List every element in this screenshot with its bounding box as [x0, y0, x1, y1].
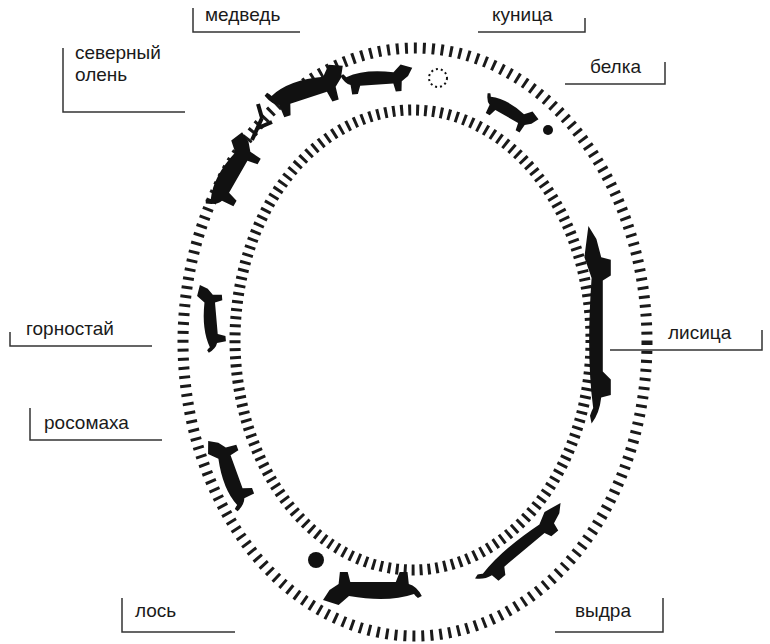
bear-figure [262, 61, 353, 121]
animal-label: горностай [26, 318, 114, 340]
animal-label: белка [590, 56, 641, 78]
animal-label: росомаха [44, 412, 129, 434]
ermine-figure [196, 283, 227, 353]
antlers [252, 104, 272, 140]
dot [308, 552, 324, 568]
outer-ring [183, 48, 647, 636]
inner-ring [235, 110, 591, 570]
dotted-circle [429, 69, 447, 87]
animal-label: медведь [205, 4, 280, 26]
animal-label: лось [135, 600, 176, 622]
leader-line [555, 598, 663, 632]
animal-label: северный олень [75, 42, 185, 86]
animal-label: куница [492, 4, 553, 26]
animal-label: выдра [575, 600, 631, 622]
squirrel-figure [479, 87, 541, 137]
otter-figure [471, 500, 573, 591]
elk-figure [323, 572, 422, 605]
animal-label: лисица [668, 322, 731, 344]
leader-line [122, 598, 235, 632]
wolverine-figure [204, 432, 258, 514]
marten-figure [340, 64, 414, 95]
fox-figure [584, 226, 610, 424]
reindeer-figure [198, 130, 268, 216]
leader-line [30, 408, 162, 440]
dot [543, 125, 553, 135]
